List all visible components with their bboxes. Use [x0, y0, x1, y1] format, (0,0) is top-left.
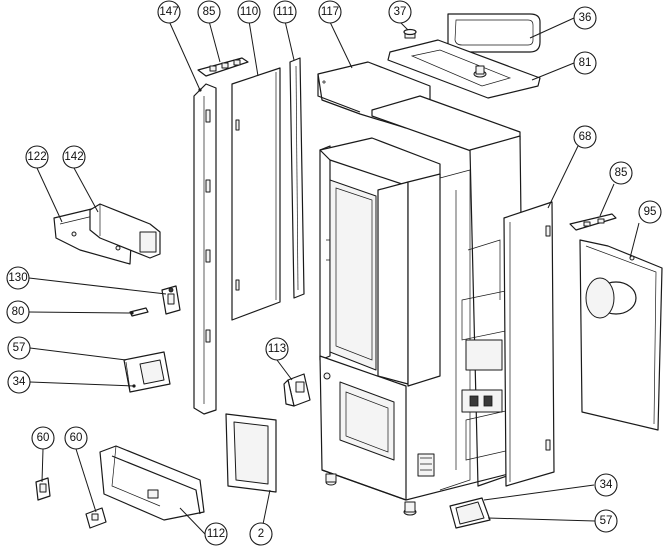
callout-130: 130 [6, 266, 30, 290]
callout-117: 117 [318, 0, 342, 24]
part-130-hinge [161, 285, 181, 315]
callout-57-left-label: 57 [13, 342, 26, 354]
part-112-drawer [99, 445, 205, 521]
callout-60-b: 60 [64, 426, 88, 450]
callout-80: 80 [6, 300, 30, 324]
callout-36-label: 36 [579, 12, 592, 24]
callout-95-label: 95 [644, 206, 657, 218]
callout-2-label: 2 [258, 528, 264, 540]
callout-85-top-label: 85 [203, 6, 216, 18]
callout-80-label: 80 [12, 306, 25, 318]
part-110-side-panel [231, 67, 281, 321]
part-60-clip-b [85, 507, 107, 529]
callout-60-a-label: 60 [37, 432, 50, 444]
part-85-bracket-right [569, 213, 617, 231]
callout-111: 111 [273, 0, 297, 24]
part-147-side-strip [193, 83, 217, 415]
callout-81: 81 [573, 51, 597, 75]
part-37-knob [403, 28, 417, 39]
main-cabinet [319, 95, 525, 516]
callout-57-left: 57 [7, 336, 31, 360]
part-111-strip [289, 57, 305, 299]
callout-110-label: 110 [240, 6, 258, 18]
callout-60-b-label: 60 [70, 432, 83, 444]
callout-122-label: 122 [27, 151, 46, 163]
callout-37-label: 37 [394, 6, 407, 18]
part-57-34-plate-bottom [449, 497, 491, 529]
part-60-clip-a [35, 477, 51, 501]
callout-112: 112 [204, 522, 228, 546]
callout-34-bottom-label: 34 [600, 479, 613, 491]
callout-37: 37 [388, 0, 412, 24]
callout-36: 36 [573, 6, 597, 30]
callout-147-label: 147 [159, 6, 178, 18]
callout-68: 68 [573, 125, 597, 149]
callout-68-label: 68 [579, 131, 592, 143]
part-2-frame [225, 413, 277, 493]
callout-85-top: 85 [197, 0, 221, 24]
part-68-side-panel [503, 201, 555, 487]
part-36-gasket [447, 13, 541, 53]
part-142-bracket [89, 203, 161, 259]
callout-85-right-label: 85 [615, 167, 628, 179]
callout-110: 110 [237, 0, 261, 24]
callout-57-bottom: 57 [594, 509, 618, 533]
callout-142-label: 142 [64, 151, 83, 163]
callout-113-label: 113 [268, 343, 286, 355]
callout-95: 95 [638, 200, 662, 224]
part-80-pin [129, 307, 149, 317]
callout-34-left-label: 34 [13, 376, 26, 388]
callout-34-left: 34 [7, 370, 31, 394]
callout-130-label: 130 [8, 272, 27, 284]
leader-lines [28, 17, 640, 535]
callout-81-label: 81 [579, 57, 592, 69]
part-81-top-plate [387, 39, 541, 99]
part-113-box [283, 373, 311, 407]
callout-60-a: 60 [31, 426, 55, 450]
callout-113: 113 [265, 337, 289, 361]
callout-117-label: 117 [321, 6, 339, 18]
callout-112-label: 112 [207, 528, 225, 540]
callout-2: 2 [249, 522, 273, 546]
part-95-rear-panel [579, 239, 663, 431]
callout-57-bottom-label: 57 [600, 515, 613, 527]
callout-34-bottom: 34 [594, 473, 618, 497]
callout-111-label: 111 [276, 6, 293, 18]
part-57-34-vent-left [123, 351, 171, 393]
callout-147: 147 [157, 0, 181, 24]
part-85-bracket-top [197, 57, 249, 77]
callout-142: 142 [62, 145, 86, 169]
callout-85-right: 85 [609, 161, 633, 185]
callout-122: 122 [25, 145, 49, 169]
